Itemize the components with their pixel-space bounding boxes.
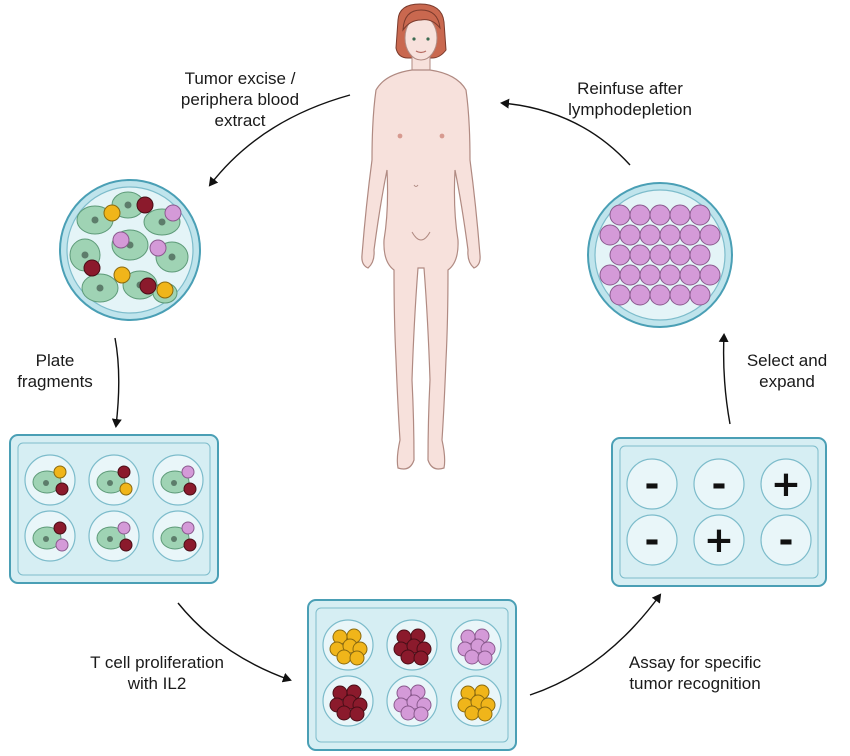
lymphocyte	[336, 705, 352, 721]
label-line: fragments	[17, 372, 93, 391]
label-line: T cell proliferation	[90, 653, 224, 672]
assay-well: +	[760, 458, 812, 510]
assay-tray: - - + - + -	[611, 437, 827, 587]
assay-result: +	[771, 464, 801, 505]
lymphocyte	[639, 264, 661, 286]
label-line: lymphodepletion	[568, 100, 692, 119]
patient-figure	[361, 3, 481, 470]
lymphocyte	[689, 204, 711, 226]
lymphocyte	[464, 705, 480, 721]
fragment-well	[152, 454, 204, 506]
label-line: tumor recognition	[629, 674, 761, 693]
fragment-well	[88, 454, 140, 506]
fragment-well	[152, 510, 204, 562]
fragment-well	[88, 510, 140, 562]
expansion-well	[386, 619, 438, 671]
expansion-tray	[307, 599, 517, 751]
arrow-excise	[208, 94, 351, 187]
lymphocyte	[649, 284, 671, 306]
label-plate-fragments: Plate fragments	[10, 350, 100, 392]
lymphocytes	[83, 196, 182, 299]
lymphocyte	[639, 224, 661, 246]
label-line: Assay for specific	[628, 653, 762, 672]
label-line: with IL2	[127, 674, 187, 693]
lymphocyte	[609, 244, 631, 266]
lymphocyte	[649, 244, 671, 266]
assay-result: -	[712, 464, 727, 505]
lymphocyte	[699, 264, 721, 286]
lymphocyte	[599, 264, 621, 286]
label-tumor-excise: Tumor excise / periphera blood extract	[150, 68, 330, 131]
expansion-well	[450, 675, 502, 727]
lymphocyte	[599, 224, 621, 246]
lymphocyte	[629, 284, 651, 306]
lymphocyte	[669, 204, 691, 226]
lymphocyte	[629, 204, 651, 226]
lymphocyte	[699, 224, 721, 246]
assay-result: +	[704, 520, 734, 561]
arrow-proliferation	[177, 602, 292, 683]
expanded-lymphocytes	[599, 204, 721, 306]
lymphocyte	[649, 204, 671, 226]
lymphocyte	[679, 224, 701, 246]
assay-result: -	[645, 520, 660, 561]
assay-well: -	[760, 514, 812, 566]
expansion-well	[322, 675, 374, 727]
lymphocyte	[413, 650, 429, 666]
lymphocyte	[609, 204, 631, 226]
lymphocyte	[609, 284, 631, 306]
lymphocyte	[659, 264, 681, 286]
lymphocyte	[629, 244, 651, 266]
label-line: Plate	[35, 351, 75, 370]
label-line: Tumor excise /	[184, 69, 296, 88]
cycle-arrows	[111, 94, 731, 696]
expansion-well	[322, 619, 374, 671]
assay-well: +	[693, 514, 745, 566]
label-line: expand	[759, 372, 815, 391]
lymphocyte	[349, 706, 365, 722]
label-line: extract	[214, 111, 266, 130]
expansion-well	[450, 619, 502, 671]
plated-fragments-tray	[9, 434, 219, 584]
lymphocyte	[619, 224, 641, 246]
label-select-expand: Select and expand	[732, 350, 842, 392]
lymphocyte	[659, 224, 681, 246]
label-line: Select and	[746, 351, 828, 370]
fragment-well	[24, 510, 76, 562]
lymphocyte	[669, 284, 691, 306]
lymphocyte	[689, 244, 711, 266]
expanded-dish	[587, 182, 733, 328]
assay-result: -	[645, 464, 660, 505]
lymphocyte	[400, 649, 416, 665]
label-t-cell-proliferation: T cell proliferation with IL2	[62, 652, 252, 694]
lymphocyte	[400, 705, 416, 721]
arrow-select	[718, 333, 731, 425]
arrow-plate	[111, 337, 122, 428]
fragment-well	[24, 454, 76, 506]
lymphocyte	[477, 650, 493, 666]
tumor-dish	[59, 179, 201, 321]
assay-well: -	[626, 514, 678, 566]
label-line: Reinfuse after	[577, 79, 683, 98]
assay-well: -	[693, 458, 745, 510]
arrow-reinfuse	[500, 98, 631, 166]
lymphocyte	[619, 264, 641, 286]
lymphocyte	[349, 650, 365, 666]
lymphocyte	[477, 706, 493, 722]
lymphocyte	[464, 649, 480, 665]
lymphocyte	[689, 284, 711, 306]
lymphocyte	[669, 244, 691, 266]
expansion-well	[386, 675, 438, 727]
arrow-assay	[529, 593, 662, 696]
assay-well: -	[626, 458, 678, 510]
lymphocyte	[336, 649, 352, 665]
assay-result: -	[779, 520, 794, 561]
label-assay: Assay for specific tumor recognition	[595, 652, 795, 694]
label-reinfuse: Reinfuse after lymphodepletion	[540, 78, 720, 120]
lymphocyte	[413, 706, 429, 722]
lymphocyte	[679, 264, 701, 286]
label-line: periphera blood	[180, 90, 300, 109]
